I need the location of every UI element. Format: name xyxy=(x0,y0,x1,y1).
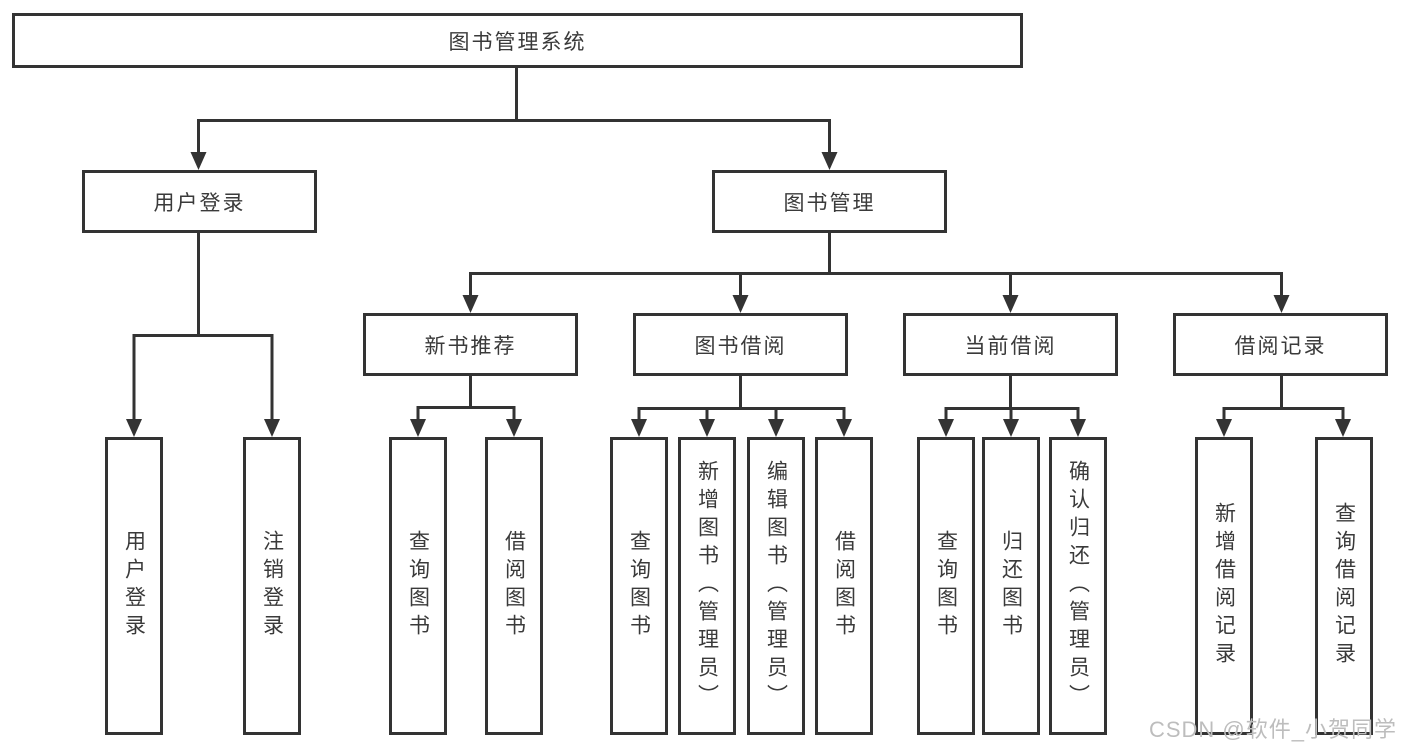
leaf-bb-query-books-label: 查询图书 xyxy=(627,530,651,642)
watermark: CSDN @软件_小贺同学 xyxy=(1148,717,1397,742)
leaf-bb-add-books-admin-label: 新增图书（管理员） xyxy=(695,460,719,712)
leaf-bb-edit-books-admin-label: 编辑图书（管理员） xyxy=(764,460,788,712)
arrow-down-icon xyxy=(264,419,280,437)
leaf-cb-confirm-return-admin-label: 确认归还（管理员） xyxy=(1066,460,1090,712)
connector-book-management-lines xyxy=(469,233,1283,297)
leaf-br-query-record: 查询借阅记录 xyxy=(1315,437,1373,735)
arrow-down-icon xyxy=(1003,419,1019,437)
connector-borrow-records-lines xyxy=(1222,376,1345,421)
leaf-bb-borrow-books-label: 借阅图书 xyxy=(832,530,856,642)
leaf-rec-query-books: 查询图书 xyxy=(389,437,447,735)
arrow-down-icon xyxy=(1216,419,1232,437)
node-borrow-records-label: 借阅记录 xyxy=(1234,334,1327,358)
leaf-cb-query-books-label: 查询图书 xyxy=(934,530,958,642)
node-borrow-records: 借阅记录 xyxy=(1173,313,1388,376)
leaf-cb-return-books-label: 归还图书 xyxy=(999,530,1023,642)
arrow-down-icon xyxy=(631,419,647,437)
arrow-down-icon xyxy=(506,419,522,437)
arrow-down-icon xyxy=(1335,419,1351,437)
arrow-down-icon xyxy=(938,419,954,437)
node-user-login-label: 用户登录 xyxy=(153,191,246,215)
leaf-rec-borrow-books: 借阅图书 xyxy=(485,437,543,735)
connector-root-lines xyxy=(197,68,831,154)
leaf-logout: 注销登录 xyxy=(243,437,301,735)
connector-current-borrow xyxy=(938,376,1086,437)
connector-new-book-rec xyxy=(410,376,522,437)
leaf-br-add-record-label: 新增借阅记录 xyxy=(1212,502,1236,670)
node-book-management: 图书管理 xyxy=(712,170,947,233)
node-user-login: 用户登录 xyxy=(82,170,317,233)
arrow-down-icon xyxy=(126,419,142,437)
arrow-down-icon xyxy=(1070,419,1086,437)
connector-borrow-records xyxy=(1216,376,1351,437)
node-book-borrow-label: 图书借阅 xyxy=(694,334,787,358)
leaf-br-query-record-label: 查询借阅记录 xyxy=(1332,502,1356,670)
leaf-cb-query-books: 查询图书 xyxy=(917,437,975,735)
leaf-bb-borrow-books: 借阅图书 xyxy=(815,437,873,735)
connector-book-management xyxy=(462,233,1290,313)
connector-book-borrow-lines xyxy=(637,376,846,421)
connector-root xyxy=(190,68,838,170)
leaf-cb-confirm-return-admin: 确认归还（管理员） xyxy=(1049,437,1107,735)
node-library-system: 图书管理系统 xyxy=(12,13,1023,68)
arrow-down-icon xyxy=(699,419,715,437)
arrow-down-icon xyxy=(462,295,479,313)
connector-new-book-rec-lines xyxy=(416,376,516,421)
leaf-bb-query-books: 查询图书 xyxy=(610,437,668,735)
leaf-cb-return-books: 归还图书 xyxy=(982,437,1040,735)
arrow-down-icon xyxy=(836,419,852,437)
node-new-book-rec: 新书推荐 xyxy=(363,313,578,376)
leaf-user-login-label: 用户登录 xyxy=(122,530,146,642)
leaf-bb-add-books-admin: 新增图书（管理员） xyxy=(678,437,736,735)
arrow-down-icon xyxy=(1002,295,1019,313)
arrow-down-icon xyxy=(410,419,426,437)
node-book-management-label: 图书管理 xyxy=(783,191,876,215)
node-new-book-rec-label: 新书推荐 xyxy=(424,334,517,358)
leaf-user-login: 用户登录 xyxy=(105,437,163,735)
node-book-borrow: 图书借阅 xyxy=(633,313,848,376)
arrow-down-icon xyxy=(190,152,207,170)
leaf-bb-edit-books-admin: 编辑图书（管理员） xyxy=(747,437,805,735)
connector-user-login xyxy=(126,233,280,437)
connector-user-login-lines xyxy=(132,233,274,421)
leaf-br-add-record: 新增借阅记录 xyxy=(1195,437,1253,735)
connector-book-borrow xyxy=(631,376,852,437)
arrow-down-icon xyxy=(1273,295,1290,313)
node-library-system-label: 图书管理系统 xyxy=(448,30,587,54)
leaf-rec-borrow-books-label: 借阅图书 xyxy=(502,530,526,642)
arrow-down-icon xyxy=(732,295,749,313)
arrow-down-icon xyxy=(821,152,838,170)
node-current-borrow-label: 当前借阅 xyxy=(964,334,1057,358)
connector-current-borrow-lines xyxy=(944,376,1080,421)
leaf-rec-query-books-label: 查询图书 xyxy=(406,530,430,642)
leaf-logout-label: 注销登录 xyxy=(260,530,284,642)
arrow-down-icon xyxy=(768,419,784,437)
node-current-borrow: 当前借阅 xyxy=(903,313,1118,376)
